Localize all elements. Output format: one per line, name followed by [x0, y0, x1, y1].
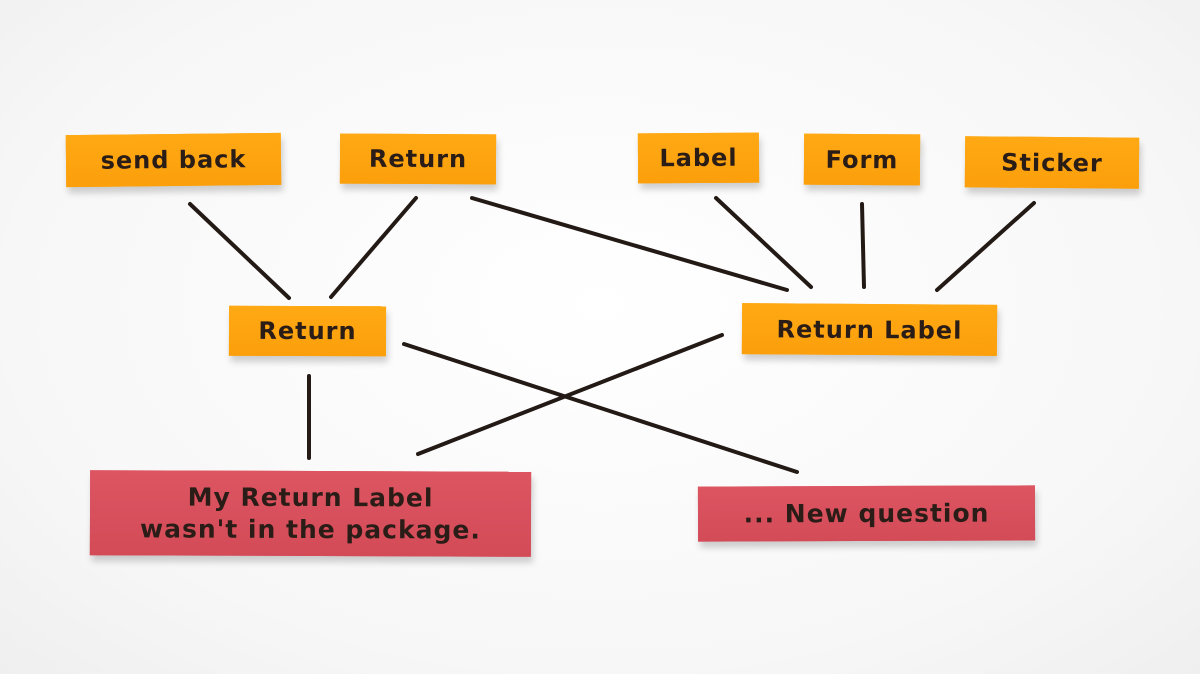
connector-sticker-to-return-label	[935, 201, 1036, 292]
connector-form-to-return-label	[860, 202, 866, 289]
note-form: Form	[803, 133, 921, 186]
connector-label-to-return-label	[714, 196, 813, 289]
note-label: Label	[637, 132, 760, 184]
note-new-question: ... New question	[697, 485, 1036, 542]
note-return-top: Return	[339, 133, 497, 185]
note-sticker: Sticker	[964, 136, 1140, 189]
connector-return-top-to-return	[329, 196, 418, 299]
note-question-return-label-missing: My Return Label wasn't in the package.	[89, 470, 532, 557]
connector-return-top-to-return-label	[470, 196, 789, 292]
connector-return-label-to-question-1	[416, 333, 724, 456]
note-return-middle: Return	[228, 305, 387, 357]
connector-send-back-to-return	[188, 202, 291, 300]
connector-return-to-question-2	[402, 342, 799, 474]
note-send-back: send back	[65, 132, 282, 188]
note-return-label: Return Label	[741, 303, 998, 356]
